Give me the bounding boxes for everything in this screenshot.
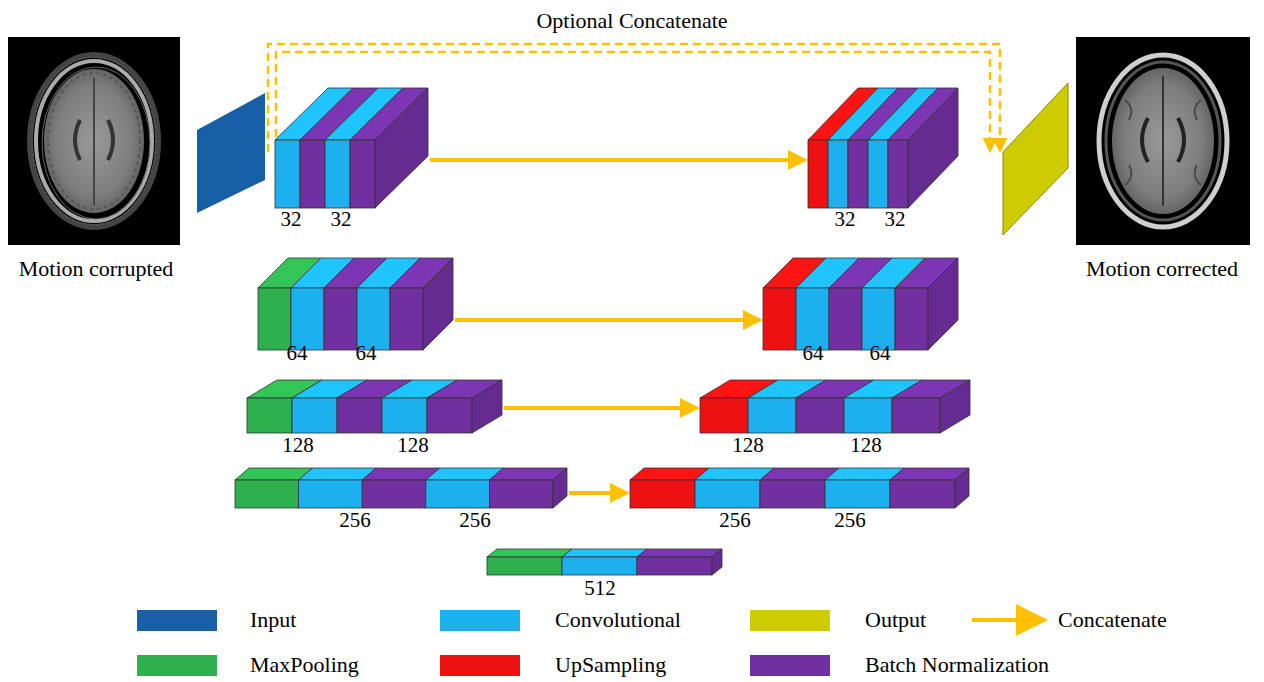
channel-count: 32 [885, 209, 906, 230]
prism-segments [487, 549, 722, 575]
channel-count: 256 [834, 510, 866, 531]
layer-block: 3232 [275, 88, 428, 208]
prism-segments [235, 468, 567, 508]
legend-swatch [750, 655, 830, 676]
prism-segments [808, 88, 958, 208]
channel-count: 128 [282, 435, 314, 456]
layer-block: 256256 [630, 468, 969, 508]
channel-count: 64 [356, 343, 377, 364]
concatenate-arrow [430, 158, 804, 162]
legend-text: Convolutional [555, 609, 681, 631]
mri-corrupted [8, 37, 180, 245]
input-slab [197, 93, 265, 213]
concatenate-arrow [569, 491, 626, 495]
skip-label: Optional Concatenate [536, 10, 727, 32]
legend-text: Input [250, 609, 296, 631]
channel-count: 64 [803, 343, 824, 364]
legend-text: UpSampling [555, 654, 666, 676]
channel-count: 32 [281, 209, 302, 230]
layer-block: 6464 [763, 258, 958, 350]
layer-block: 128128 [700, 380, 970, 433]
legend-swatch [137, 655, 217, 676]
layer-block: 256256 [235, 468, 567, 508]
channel-count: 32 [331, 209, 352, 230]
prism-segments [258, 258, 453, 350]
mri-corrected [1076, 37, 1250, 245]
output-slab [1003, 83, 1068, 235]
legend-text: Concatenate [1058, 609, 1167, 631]
layer-block: 512 [487, 549, 722, 575]
channel-count: 128 [850, 435, 882, 456]
prism-segments [247, 380, 502, 433]
concatenate-arrow [504, 406, 696, 410]
prism-segments [630, 468, 969, 508]
prism-segments [763, 258, 958, 350]
channel-count: 32 [835, 209, 856, 230]
legend-text: Output [865, 609, 926, 631]
legend-text: Batch Normalization [865, 654, 1049, 676]
channel-count: 256 [719, 510, 751, 531]
legend-swatch [440, 655, 520, 676]
legend-arrow-sample [972, 618, 1040, 622]
prism-segments [275, 88, 428, 208]
channel-count: 256 [339, 510, 371, 531]
prism-segments [700, 380, 970, 433]
legend-text: MaxPooling [250, 654, 359, 676]
optional-concatenate-path [268, 44, 1000, 152]
channel-count: 128 [397, 435, 429, 456]
channel-count: 64 [287, 343, 308, 364]
legend-swatch [137, 610, 217, 631]
legend-swatch [750, 610, 830, 631]
image-caption: Motion corrupted [19, 258, 174, 280]
channel-count: 64 [870, 343, 891, 364]
layer-block: 6464 [258, 258, 453, 350]
image-caption: Motion corrected [1086, 258, 1238, 280]
layer-block: 128128 [247, 380, 502, 433]
channel-count: 256 [459, 510, 491, 531]
concatenate-arrow [455, 318, 759, 322]
channel-count: 512 [584, 578, 616, 599]
channel-count: 128 [732, 435, 764, 456]
legend-swatch [440, 610, 520, 631]
layer-block: 3232 [808, 88, 958, 208]
